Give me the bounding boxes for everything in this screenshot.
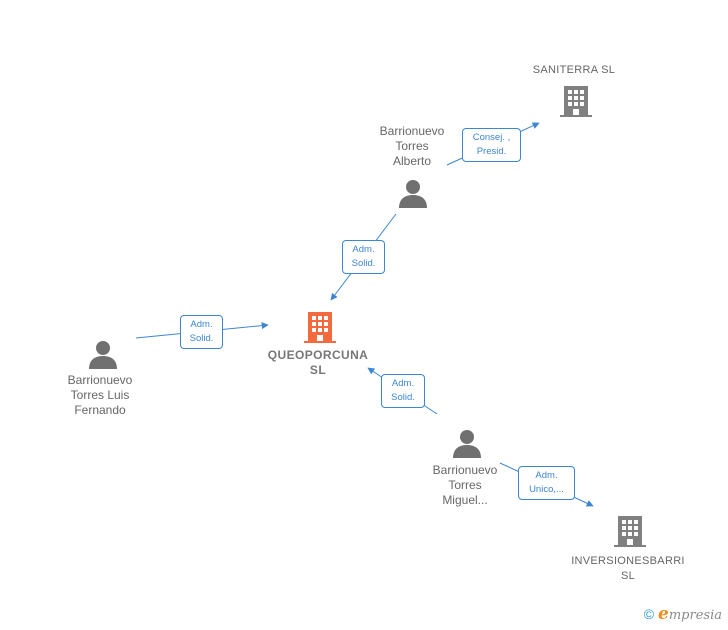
label-line: Torres [448,478,482,492]
role-box-luis-queoporcuna: Adm. Solid. [180,315,223,349]
role-line: Adm. [190,319,213,330]
company-label-saniterra[interactable]: SANITERRA SL [532,64,616,76]
brand-footer[interactable]: © empresia [644,604,722,624]
person-icon[interactable] [88,339,118,369]
role-line: Adm. [391,378,415,389]
label-line: Torres Luis [70,388,130,402]
building-icon-main[interactable] [304,310,336,344]
label-line: Fernando [74,403,126,417]
role-line: Solid. [189,333,214,344]
label-line: SL [620,570,636,582]
label-line: Barrionuevo [432,463,498,477]
label-line: Alberto [392,154,432,168]
label-line: SL [309,363,327,377]
brand-logo-text: mpresia [668,608,722,623]
company-label-queoporcuna[interactable]: QUEOPORCUNA SL [258,348,378,378]
role-line: Solid. [351,258,376,269]
copyright-icon: © [643,606,655,622]
person-label-miguel[interactable]: Barrionuevo Torres Miguel... [405,463,525,508]
label-line: Miguel... [442,493,488,507]
role-line: Adm. [535,470,558,481]
label-line: Barrionuevo [67,373,133,387]
label-line: Barrionuevo [379,124,445,138]
role-box-alberto-queoporcuna: Adm. Solid. [342,240,385,274]
role-line: Consej. , [472,132,511,143]
person-icon[interactable] [452,428,482,458]
person-label-alberto[interactable]: Barrionuevo Torres Alberto [352,124,472,169]
role-line: Adm. [352,244,375,255]
role-box-miguel-queoporcuna: Adm. Solid. [381,374,425,408]
company-label-inversiones[interactable]: INVERSIONESBARRI SL [558,554,698,584]
brand-logo-initial: e [658,604,669,624]
role-box-miguel-inversiones: Adm. Unico,... [518,466,575,500]
person-label-luis-fernando[interactable]: Barrionuevo Torres Luis Fernando [40,373,160,418]
building-icon[interactable] [560,84,592,118]
person-icon[interactable] [398,178,428,208]
building-icon[interactable] [614,514,646,548]
brand-logo: empresia [658,604,722,624]
role-line: Solid. [391,392,415,403]
role-line: Unico,... [529,484,564,495]
role-box-alberto-saniterra: Consej. , Presid. [462,128,521,162]
label-line: Torres [395,139,429,153]
label-line: QUEOPORCUNA [267,348,369,362]
label-line: INVERSIONESBARRI [571,555,685,567]
role-line: Presid. [476,146,507,157]
